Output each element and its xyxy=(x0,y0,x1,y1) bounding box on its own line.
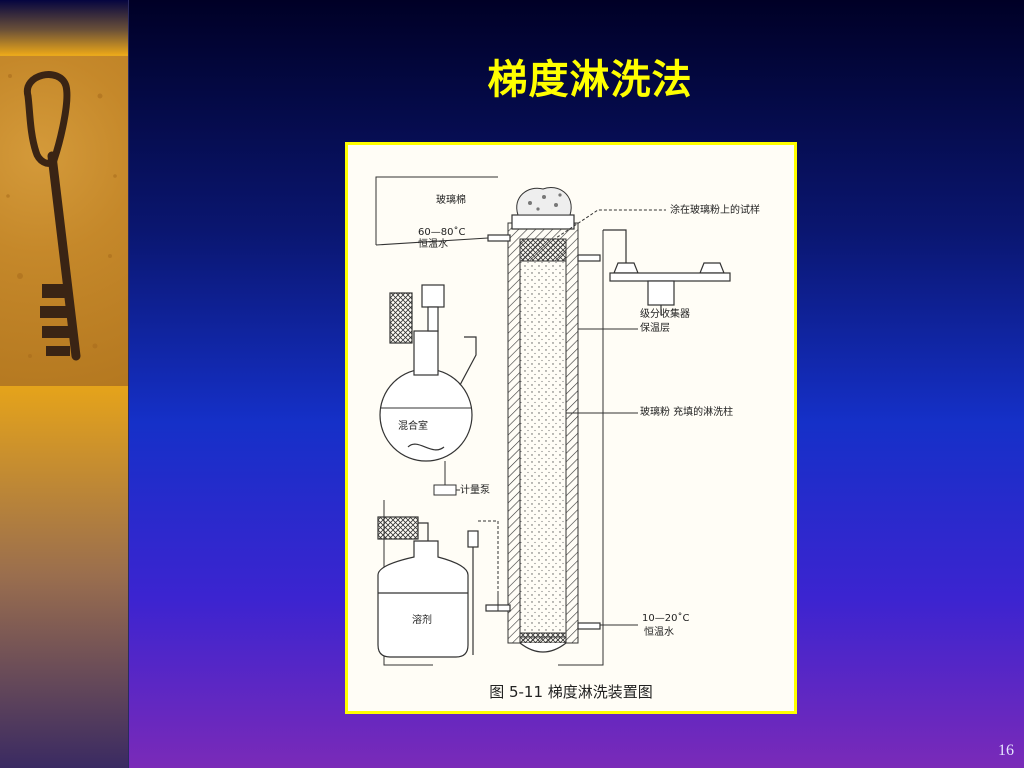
figure-caption: 图 5-11 梯度淋洗装置图 xyxy=(489,683,653,701)
mixing-flask xyxy=(379,284,477,462)
page-number: 16 xyxy=(998,742,1014,759)
label-mixing-chamber: 混合室 xyxy=(398,421,428,432)
apparatus-figure: 玻璃棉 60—80˚C 恒温水 涂在玻璃粉上的试样 级分收集器 保温层 玻璃粉 … xyxy=(345,142,797,714)
slide-title: 梯度淋洗法 xyxy=(487,56,693,103)
label-thermo-water-bottom: 恒温水 xyxy=(644,627,674,638)
glass-powder xyxy=(520,261,566,637)
sample-band xyxy=(519,238,567,262)
label-fraction-collector: 级分收集器 xyxy=(640,309,690,320)
key-photo xyxy=(0,56,128,386)
solvent-bottle xyxy=(377,516,479,658)
label-sample-coating: 涂在玻璃粉上的试样 xyxy=(670,205,760,216)
sidebar-decoration xyxy=(0,0,128,768)
label-column: 玻璃粉 充填的淋洗柱 xyxy=(640,407,734,418)
top-left-pipe xyxy=(375,176,498,245)
label-insulation: 保温层 xyxy=(640,323,670,334)
label-solvent: 溶剂 xyxy=(412,615,432,626)
label-metering-pump: 计量泵 xyxy=(460,485,490,496)
fraction-collector xyxy=(603,229,731,315)
label-thermo-water-top: 恒温水 xyxy=(418,239,448,250)
gradient-elution-diagram xyxy=(375,176,731,666)
sidebar-top-band xyxy=(0,0,128,54)
label-glass-wool: 玻璃棉 xyxy=(436,195,466,206)
glass-wool xyxy=(516,187,572,216)
sidebar-divider xyxy=(128,0,129,768)
label-temp-bottom: 10—20˚C xyxy=(642,613,690,624)
label-temp-top: 60—80˚C xyxy=(418,227,466,238)
key-icon xyxy=(6,71,117,361)
